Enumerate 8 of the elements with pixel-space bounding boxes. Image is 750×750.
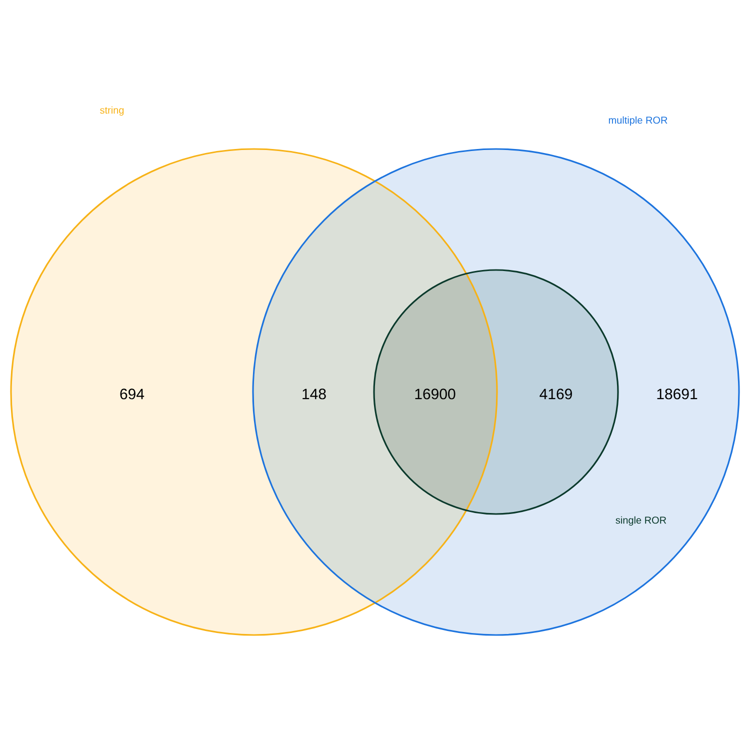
count-label: 18691 [657,388,698,400]
set-label: single ROR [616,516,666,526]
count-label: 16900 [415,388,456,400]
set-label: string [100,106,124,116]
count-label: 148 [302,388,326,400]
count-label: 694 [120,388,144,400]
set-label: multiple ROR [608,116,668,126]
count-label: 4169 [540,388,572,400]
